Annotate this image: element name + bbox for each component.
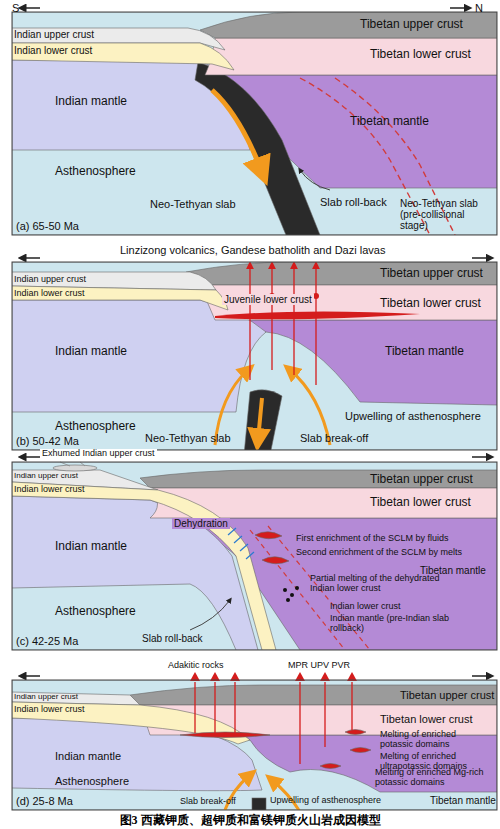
region-label: Partial melting of the dehydrated Indian… (310, 574, 460, 594)
region-label: Asthenosphere (55, 605, 136, 618)
region-label: First enrichment of the SCLM by fluids (296, 534, 449, 544)
region-label: Indian mantle (pre-Indian slab rollback) (330, 614, 450, 634)
region-label: Tibetan upper crust (380, 267, 483, 280)
region-label: Tibetan mantle (430, 795, 496, 806)
region-label: Melting of enriched Mg-rich potassic dom… (375, 768, 495, 788)
region-label: Indian mantle (55, 95, 127, 108)
region-label: Neo-Tethyan slab (145, 432, 231, 444)
region-label: (c) 42-25 Ma (16, 635, 78, 647)
region-label: Tibetan upper crust (370, 473, 473, 486)
region-label: Indian mantle (55, 750, 121, 762)
region-label: Indian upper crust (14, 275, 86, 285)
region-label: Exhumed Indian upper crust (40, 449, 157, 459)
region-label: Upwelling of asthenosphere (345, 410, 485, 422)
region-label: MPR UPV PVR (288, 661, 350, 671)
region-label: Juvenile lower crust (222, 294, 314, 305)
region-label: Slab break-off (180, 797, 236, 807)
region-label: Indian mantle (55, 540, 127, 553)
region-label: Indian lower crust (14, 45, 92, 56)
region-label: Indian upper crust (14, 29, 94, 40)
region-label: (b) 50-42 Ma (16, 435, 79, 447)
region-label: (d) 25-8 Ma (16, 795, 73, 807)
region-label: Tibetan lower crust (370, 496, 471, 509)
region-label: Slab break-off (300, 432, 368, 444)
region-label: S (12, 2, 19, 14)
region-label: (a) 65-50 Ma (16, 220, 79, 232)
region-label: Upwelling of asthenosphere (270, 796, 381, 806)
region-label: Indian upper crust (14, 472, 78, 481)
region-label: N (475, 2, 483, 14)
region-label: Second enrichment of the SCLM by melts (296, 548, 462, 558)
region-label: Tibetan upper crust (400, 689, 494, 701)
region-label: Neo-Tethyan slab (150, 198, 236, 210)
region-label: Tibetan mantle (350, 115, 429, 128)
region-label: Indian upper crust (14, 693, 78, 702)
region-label: Indian lower crust (330, 602, 401, 612)
region-label: Tibetan lower crust (380, 297, 481, 310)
region-label: Dehydration (172, 518, 230, 529)
region-label: Asthenosphere (55, 775, 129, 787)
region-label: Indian lower crust (14, 485, 85, 495)
region-label: Tibetan lower crust (370, 48, 471, 61)
region-label: Indian lower crust (14, 705, 85, 715)
region-label: Indian mantle (55, 345, 127, 358)
region-label: Asthenosphere (55, 165, 136, 178)
region-label: Melting of enriched potassic domains (380, 730, 490, 750)
region-label: Neo-Tethyan slab (pre-collisional stage) (400, 198, 488, 231)
region-label: Slab roll-back (142, 633, 203, 644)
region-label: Tibetan lower crust (380, 713, 473, 725)
figure-caption: 图3 西藏钾质、超钾质和富镁钾质火山岩成因模型 (0, 812, 500, 829)
region-label: Asthenosphere (55, 420, 136, 433)
region-label: Adakitic rocks (168, 661, 224, 671)
region-label: Tibetan upper crust (360, 18, 463, 31)
region-label: Indian lower crust (14, 289, 85, 299)
region-label: Tibetan mantle (385, 345, 464, 358)
region-label: Linzizong volcanics, Gandese batholith a… (120, 244, 385, 256)
region-label: Slab roll-back (320, 196, 387, 208)
